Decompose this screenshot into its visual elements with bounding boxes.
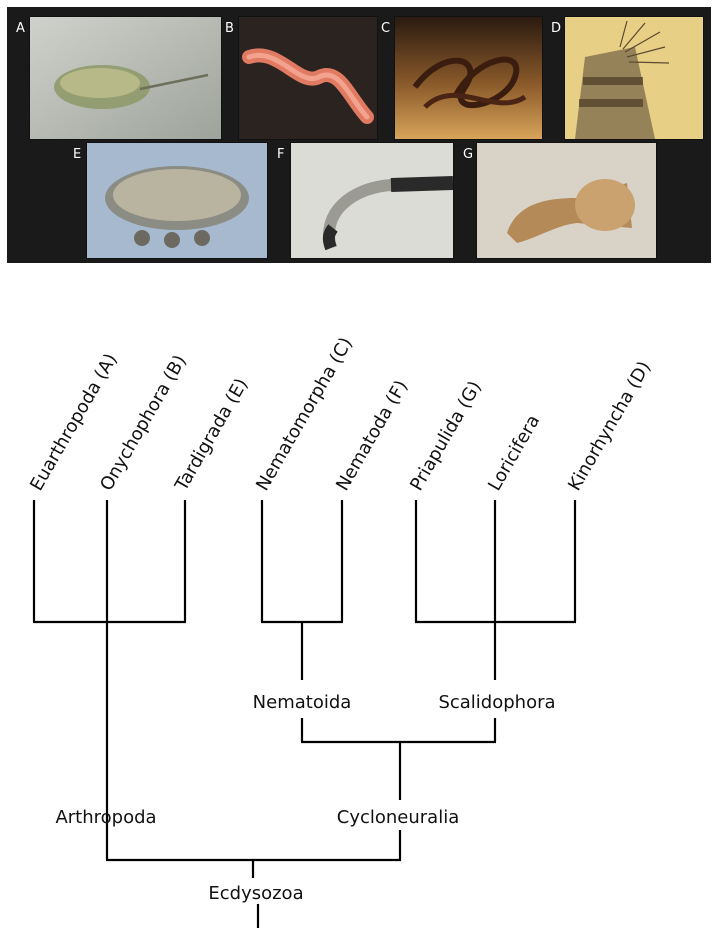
clade-label-scalidophora: Scalidophora [438,692,555,713]
arthropoda-branches [33,500,186,860]
taxon-label-loricifera: Loricifera [484,411,544,494]
taxon-label-tardigrada: Tardigrada (E) [171,375,253,495]
clade-label-arthropoda: Arthropoda [55,807,156,828]
clade-label-ecdysozoa: Ecdysozoa [208,883,303,904]
clade-label-cycloneuralia: Cycloneuralia [337,807,459,828]
taxon-label-nematoda: Nematoda (F) [332,377,412,495]
cycloneuralia-branches [301,742,496,860]
clade-label-nematoida: Nematoida [253,692,352,713]
taxon-label-priapulida: Priapulida (G) [406,377,486,494]
taxon-label-kinorhyncha: Kinorhyncha (D) [564,358,655,495]
